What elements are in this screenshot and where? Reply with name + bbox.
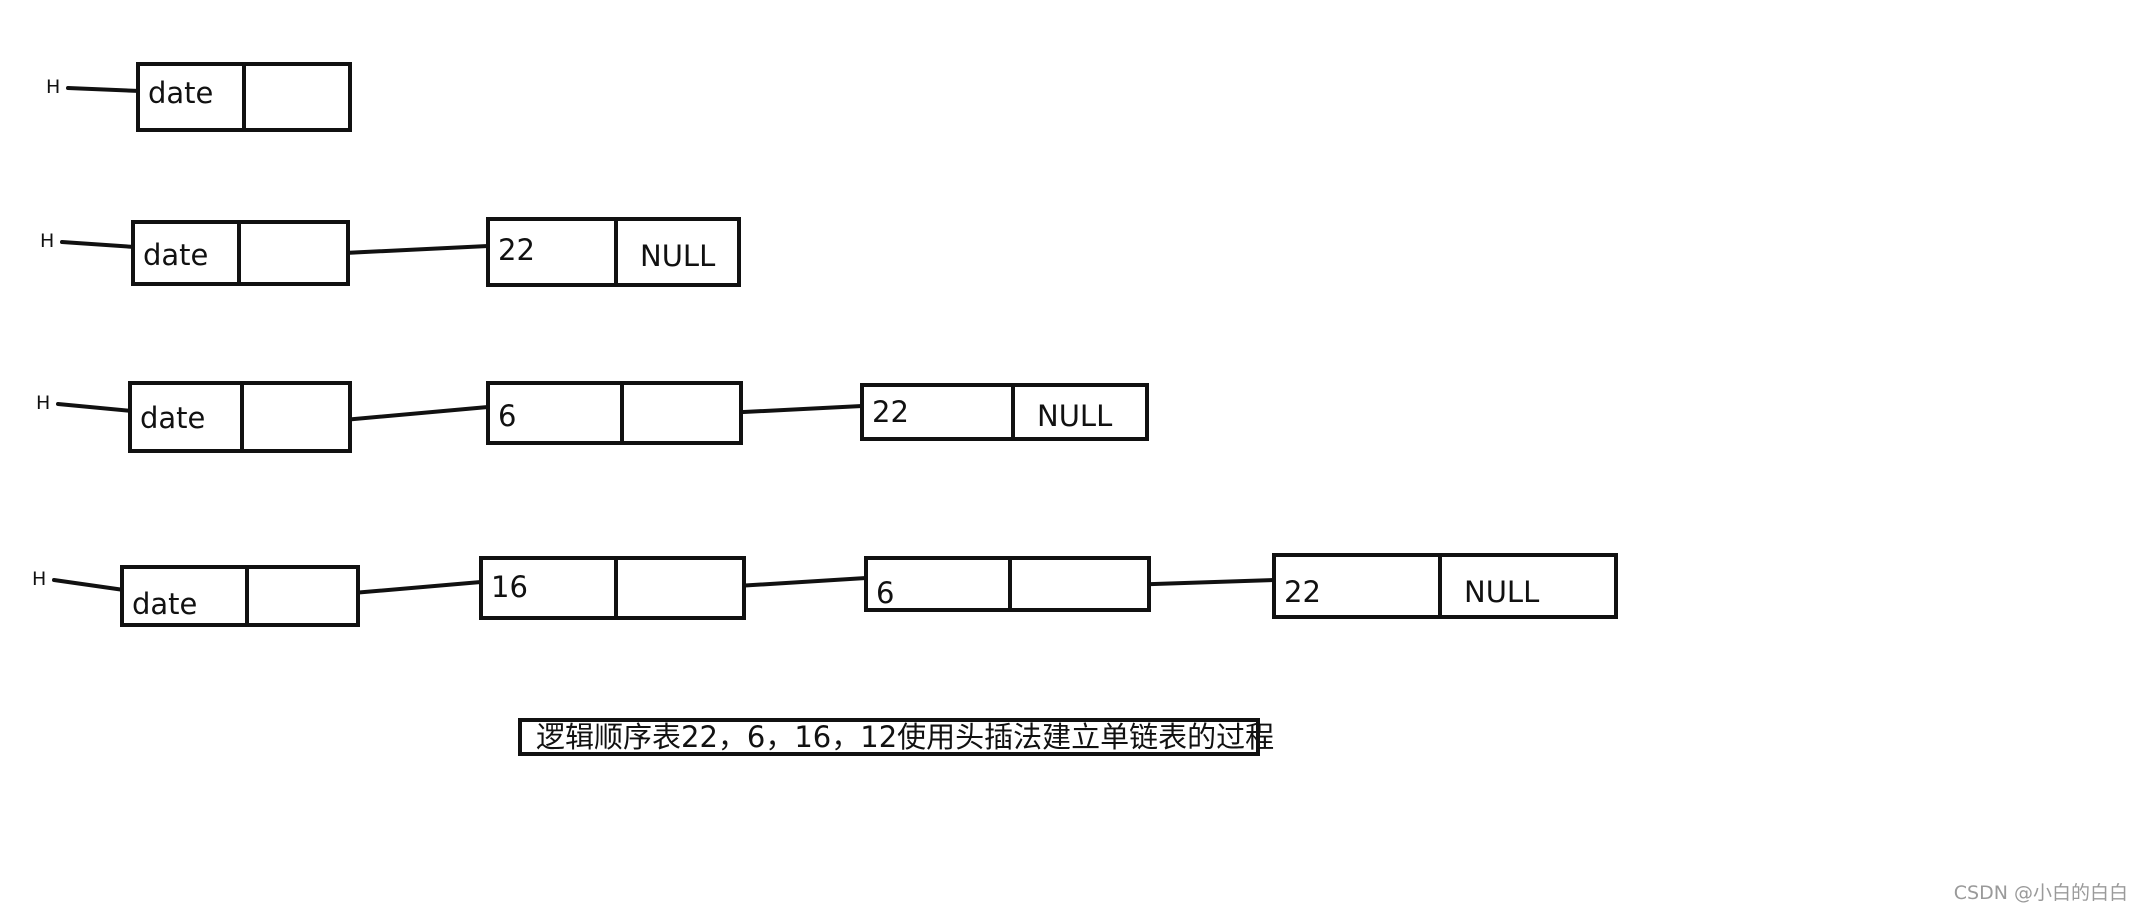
head-link (52, 578, 126, 592)
node-data-value: 6 (876, 576, 895, 610)
node-next-field (620, 385, 739, 441)
node-data-field: 22 (1276, 557, 1438, 615)
list-node: 22 NULL (1272, 553, 1618, 619)
node-next-field (614, 560, 742, 616)
list-node: 16 (479, 556, 746, 620)
node-next-field: NULL (1438, 557, 1614, 615)
head-pointer-label: H (36, 392, 51, 414)
head-pointer-label: H (40, 230, 55, 252)
node-next-value: NULL (1037, 399, 1113, 433)
node-next-field: NULL (614, 221, 737, 283)
node-next-value: NULL (1464, 575, 1540, 609)
head-pointer-label: H (32, 568, 47, 590)
node-data-field: date (140, 66, 242, 128)
watermark: CSDN @小白的白白 (1953, 882, 2128, 904)
node-data-field: 22 (864, 387, 1011, 437)
head-pointer-label: H (46, 76, 61, 98)
node-data-field: date (132, 385, 240, 449)
list-node: 22 NULL (486, 217, 741, 287)
head-node: date (128, 381, 352, 453)
head-node: date (136, 62, 352, 132)
node-data-field: 16 (483, 560, 614, 616)
node-data-value: date (132, 587, 198, 621)
node-data-value: 16 (491, 570, 528, 604)
node-next-field (240, 385, 348, 449)
head-node: date (120, 565, 360, 627)
node-data-value: date (148, 76, 214, 110)
node-data-value: date (143, 238, 209, 272)
node-next-value: NULL (640, 239, 716, 273)
node-data-value: 22 (1284, 575, 1321, 609)
node-next-field (1008, 560, 1147, 608)
node-data-field: date (124, 569, 245, 623)
node-data-value: 22 (872, 395, 909, 429)
node-next-field (245, 569, 356, 623)
node-data-field: date (135, 224, 237, 282)
head-link (60, 240, 137, 249)
node-data-value: 22 (498, 233, 535, 267)
node-data-value: date (140, 401, 206, 435)
node-next-field (242, 66, 348, 128)
node-data-value: 6 (498, 399, 517, 433)
head-node: date (131, 220, 350, 286)
node-next-field (237, 224, 346, 282)
diagram-caption: 逻辑顺序表22，6，16，12使用头插法建立单链表的过程 (518, 718, 1274, 756)
list-node: 6 (486, 381, 743, 445)
head-link (56, 402, 134, 413)
list-node: 6 (864, 556, 1151, 612)
node-data-field: 22 (490, 221, 614, 283)
node-next-field: NULL (1011, 387, 1145, 437)
head-link (66, 86, 142, 93)
node-data-field: 6 (868, 560, 1008, 610)
list-node: 22 NULL (860, 383, 1149, 441)
node-data-field: 6 (490, 385, 620, 441)
